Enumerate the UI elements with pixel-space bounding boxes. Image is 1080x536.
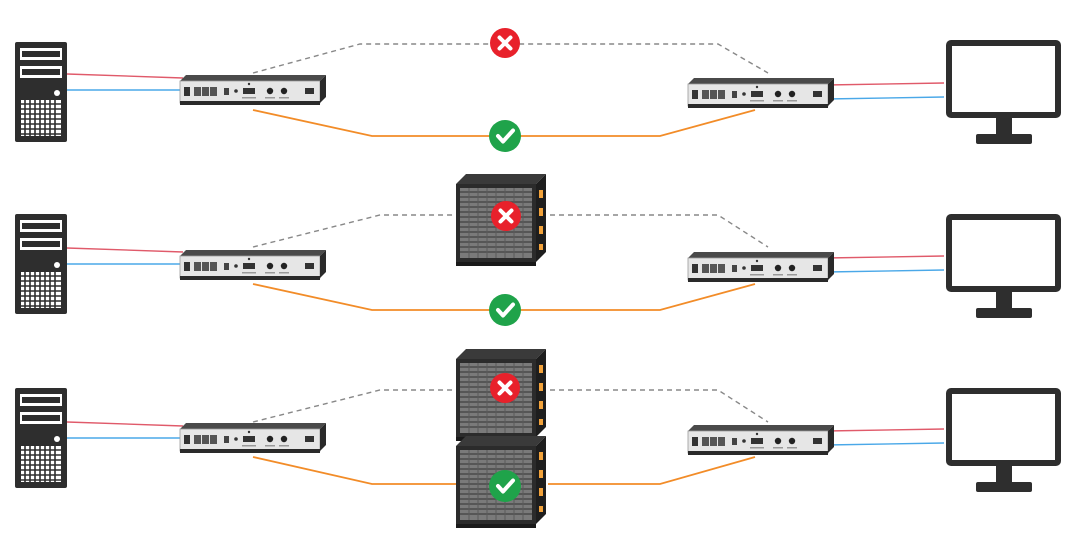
source-server-icon xyxy=(14,41,68,143)
source-server-icon xyxy=(14,213,68,315)
x-icon xyxy=(489,199,523,233)
transmitter-extender xyxy=(179,249,327,281)
display-cables xyxy=(825,82,945,100)
check-icon xyxy=(487,292,523,328)
display-cables xyxy=(825,428,945,446)
primary-link-line xyxy=(252,214,769,248)
display-monitor-icon xyxy=(946,40,1061,144)
display-cables xyxy=(825,255,945,273)
x-icon xyxy=(488,26,522,60)
source-server-icon xyxy=(14,387,68,489)
receiver-extender xyxy=(687,424,835,456)
x-icon xyxy=(488,371,522,405)
primary-link-line xyxy=(252,43,769,74)
scenario-2 xyxy=(14,173,1061,328)
check-icon xyxy=(487,468,523,504)
receiver-extender xyxy=(687,77,835,109)
receiver-extender xyxy=(687,251,835,283)
scenario-3 xyxy=(14,348,1061,529)
transmitter-extender xyxy=(179,74,327,106)
check-icon xyxy=(487,118,523,154)
scenario-1 xyxy=(14,26,1061,154)
display-monitor-icon xyxy=(946,388,1061,492)
primary-link-line xyxy=(252,389,769,423)
source-cables xyxy=(66,247,184,265)
source-cables xyxy=(66,73,184,91)
source-cables xyxy=(66,421,184,439)
display-monitor-icon xyxy=(946,214,1061,318)
backup-link-line xyxy=(252,456,756,485)
transmitter-extender xyxy=(179,422,327,454)
